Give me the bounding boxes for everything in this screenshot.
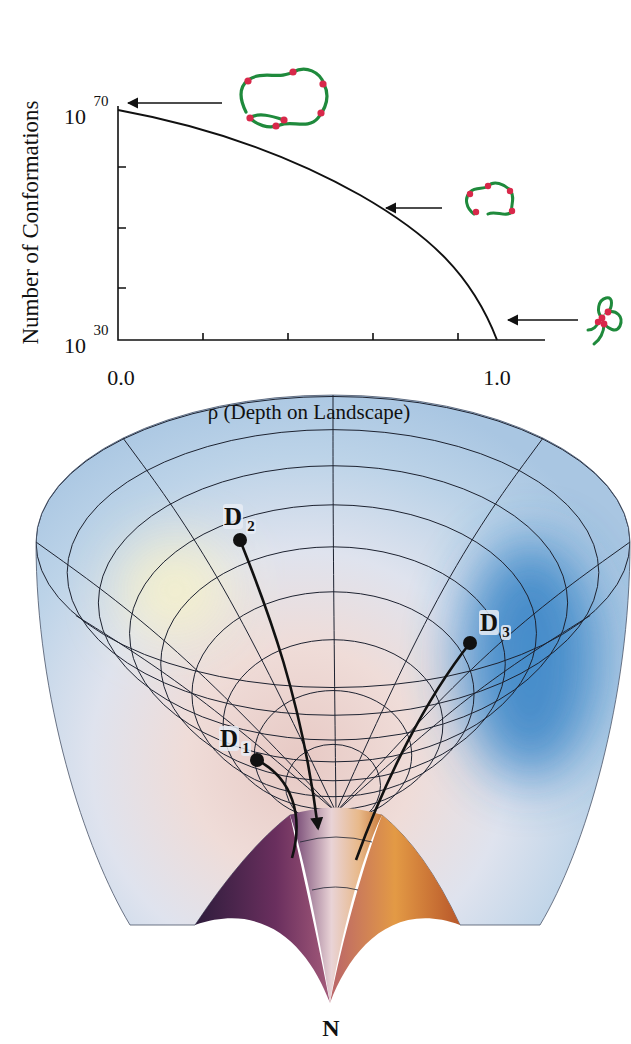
- chart: [118, 103, 578, 340]
- state-label: D: [219, 726, 239, 751]
- yellow-shading: [120, 540, 230, 640]
- meridian-line: [333, 395, 336, 812]
- start-dot: [233, 533, 247, 547]
- meridian-line: [336, 616, 590, 813]
- y-ticks: [118, 167, 126, 288]
- trajectory-d3: [356, 643, 470, 860]
- partly-folded-chain-icon: [467, 183, 516, 215]
- unfolded-chain-icon: [241, 68, 327, 129]
- trajectory-d1: [257, 760, 297, 858]
- state-label: D: [479, 610, 499, 635]
- x-ticks: [203, 333, 458, 340]
- axis-tick-label: 30: [94, 323, 109, 338]
- meridian-line: [336, 542, 630, 812]
- meridian-line: [36, 542, 336, 812]
- contour-grid: [36, 395, 630, 827]
- axis-tick-label: 10: [64, 106, 86, 128]
- contour-ring: [223, 640, 443, 810]
- state-label: 1: [241, 741, 251, 756]
- axis-tick-label: 0.0: [107, 367, 135, 389]
- axes: [118, 106, 545, 340]
- conformation-curve: [118, 110, 497, 340]
- axis-tick-label: 70: [94, 94, 109, 109]
- meridian-line: [123, 438, 336, 812]
- start-dot: [463, 636, 477, 650]
- folding-paths: [240, 540, 470, 860]
- start-points: [233, 533, 477, 767]
- meridian-line: [336, 438, 543, 812]
- axis-tick-label: 10: [64, 335, 86, 357]
- state-label: 2: [246, 519, 256, 534]
- pointer-arrow: [386, 207, 442, 209]
- state-label: 3: [501, 625, 511, 640]
- folded-chain-icon: [588, 298, 621, 344]
- native-state-label: N: [322, 1016, 339, 1040]
- axis-title: ρ (Depth on Landscape): [208, 402, 410, 423]
- energy-funnel: [36, 395, 630, 1003]
- trajectory-d2: [240, 540, 318, 828]
- funnel-throat: [290, 808, 382, 1004]
- pointer-arrow: [128, 102, 222, 104]
- start-dot: [250, 753, 264, 767]
- pointer-arrow: [508, 319, 578, 321]
- state-label: D: [223, 504, 243, 529]
- axis-title: Number of Conformations: [19, 100, 42, 344]
- contour-ring: [192, 592, 474, 797]
- axis-tick-label: 1.0: [483, 367, 511, 389]
